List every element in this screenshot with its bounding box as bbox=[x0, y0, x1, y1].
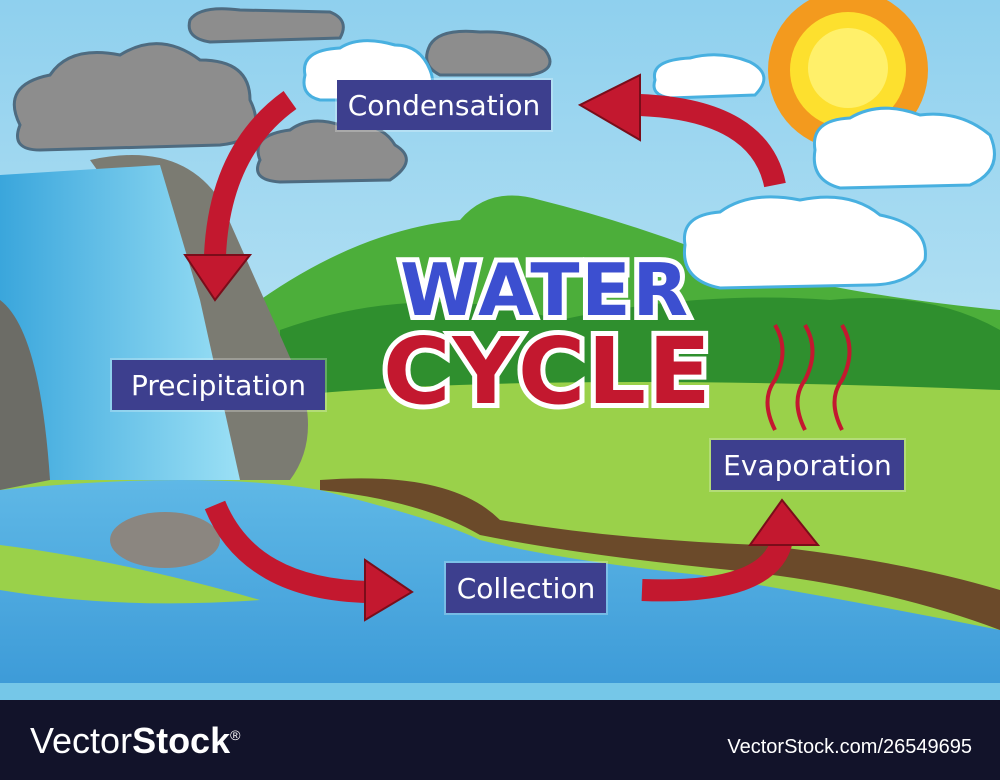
rock bbox=[110, 512, 220, 568]
cycle-arrows bbox=[204, 91, 793, 603]
label-collection: Collection bbox=[446, 563, 606, 613]
evaporation-vapor-arrows bbox=[765, 323, 852, 431]
logo-light: Vector bbox=[30, 720, 133, 761]
arrow-heads bbox=[183, 73, 821, 622]
logo-mark: ® bbox=[230, 727, 241, 743]
arrow-collection-to-evaporation bbox=[641, 536, 793, 602]
bottom-strip bbox=[0, 683, 1000, 700]
river-bank bbox=[320, 478, 1000, 630]
title-cycle: CYCLE bbox=[378, 313, 716, 430]
arrow-evaporation-to-condensation bbox=[639, 94, 786, 188]
label-precipitation: Precipitation bbox=[112, 360, 325, 410]
label-condensation: Condensation bbox=[337, 80, 551, 130]
title-water: WATER bbox=[395, 243, 693, 337]
vectorstock-logo: VectorStock® bbox=[30, 720, 240, 762]
label-evaporation: Evaporation bbox=[711, 440, 904, 490]
image-id: VectorStock.com/26549695 bbox=[727, 736, 972, 758]
footer-bar: VectorStock® VectorStock.com/26549695 bbox=[0, 700, 1000, 780]
arrow-precipitation-to-collection bbox=[204, 500, 371, 603]
logo-bold: Stock bbox=[132, 720, 231, 761]
rain-clouds bbox=[12, 7, 552, 184]
rock-left bbox=[0, 300, 50, 490]
arrow-condensation-to-precipitation bbox=[204, 91, 297, 256]
